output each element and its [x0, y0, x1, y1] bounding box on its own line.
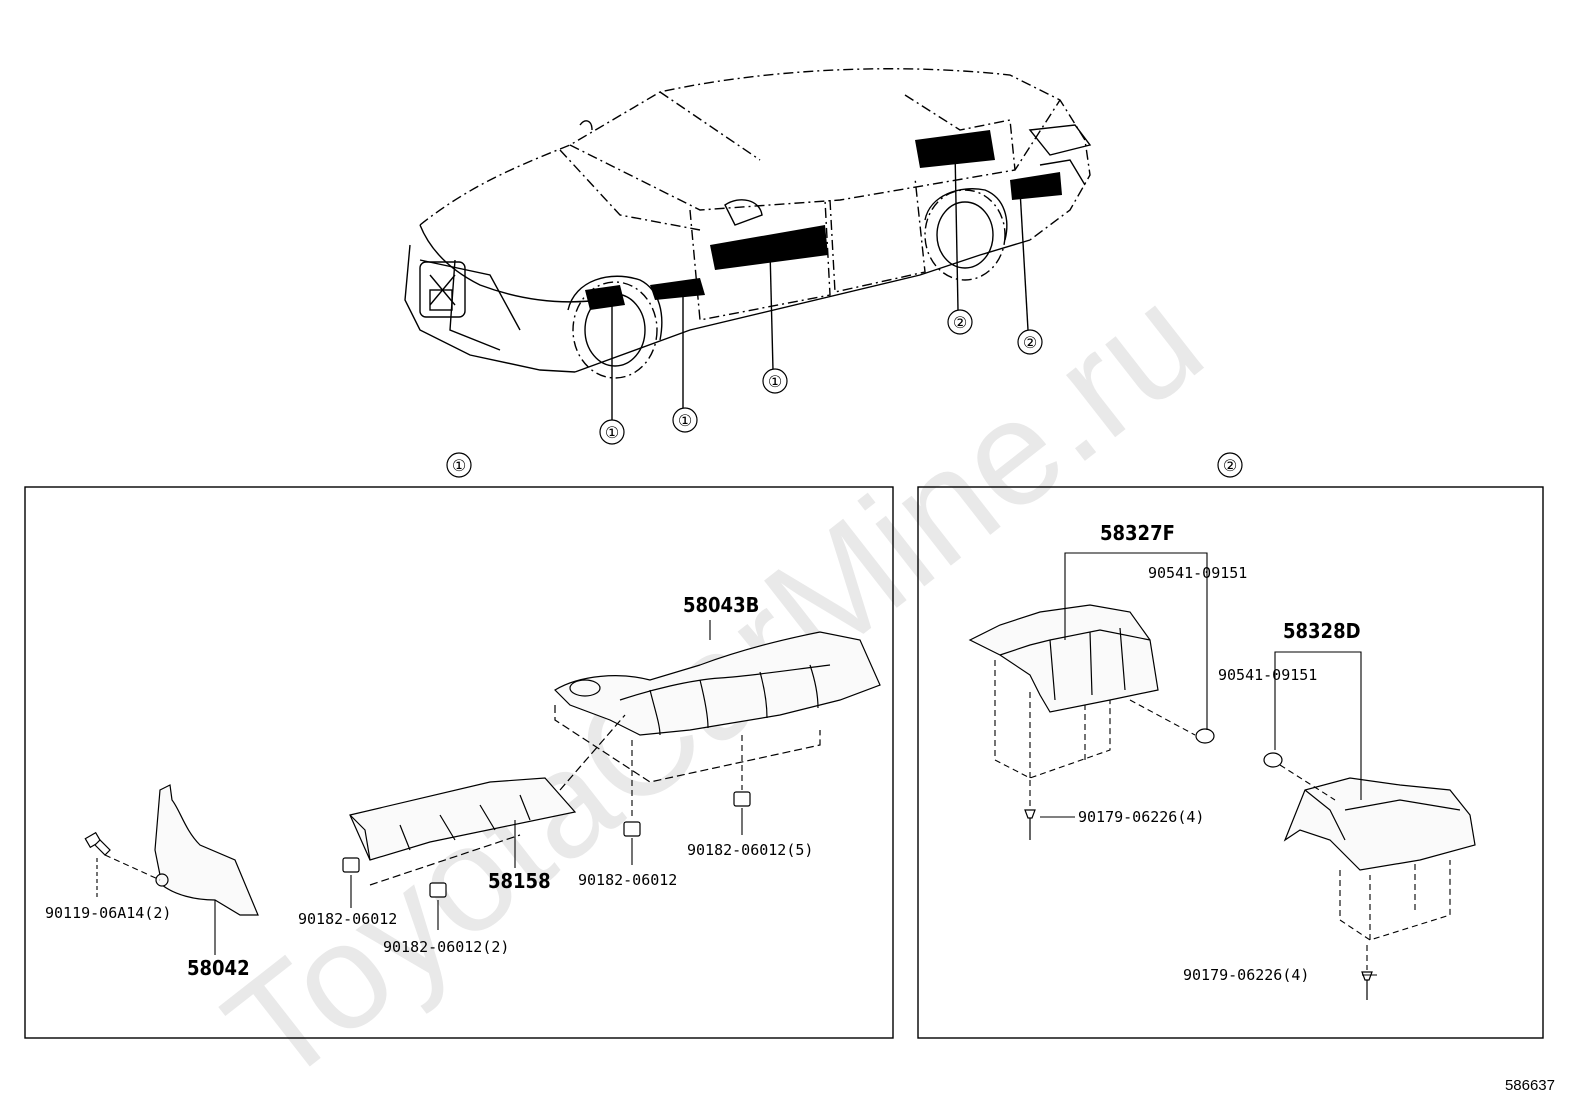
label-58042: 58042 — [187, 956, 250, 980]
leader-58158 — [369, 714, 626, 886]
label-90541-09151-b: 90541-09151 — [1218, 666, 1317, 684]
shield-58327F — [968, 604, 1159, 713]
callout-1-center: ① — [768, 372, 782, 391]
label-90182-06012-a: 90182-06012 — [298, 910, 397, 928]
nuts-panel-1 — [342, 791, 751, 898]
screws-panel-2 — [1024, 809, 1373, 1000]
panel-2-frame — [917, 486, 1544, 1039]
panel-2: ② — [917, 452, 1544, 1039]
car-illustration — [404, 68, 1092, 420]
label-90179-06226-a: 90179-06226(4) — [1078, 808, 1204, 826]
shield-58043B — [554, 631, 881, 783]
bracket-58042 — [154, 784, 259, 916]
panel-1-marker: ① — [452, 456, 466, 475]
shield-58328D — [1283, 777, 1476, 871]
panel-1-frame — [24, 486, 894, 1039]
figure-number: 586637 — [1505, 1077, 1555, 1094]
label-90182-06012-c: 90182-06012 — [578, 871, 677, 889]
label-58158: 58158 — [488, 869, 551, 893]
leader-58327F — [1064, 552, 1208, 730]
shield-58328D-hidden — [1339, 860, 1451, 941]
callout-1-front-wheel: ① — [605, 423, 619, 442]
callout-2-lower: ② — [1023, 333, 1037, 352]
leader-58328D — [1274, 651, 1362, 800]
clips-panel-2 — [1195, 728, 1283, 768]
label-90182-06012-5: 90182-06012(5) — [687, 841, 813, 859]
panel-1: ① — [24, 452, 894, 1039]
label-58327F: 58327F — [1100, 521, 1175, 545]
label-90541-09151-a: 90541-09151 — [1148, 564, 1247, 582]
label-90119-06A14: 90119-06A14(2) — [45, 904, 171, 922]
bolt-90119 — [84, 831, 111, 856]
label-90182-06012-2: 90182-06012(2) — [383, 938, 509, 956]
label-58328D: 58328D — [1283, 619, 1361, 643]
panel-2-marker: ② — [1223, 456, 1237, 475]
leader-bolt-90119 — [104, 854, 161, 881]
callout-2-upper: ② — [953, 313, 967, 332]
label-58043B: 58043B — [683, 593, 759, 617]
callout-1-rocker: ① — [678, 411, 692, 430]
shield-58327F-hidden — [994, 660, 1111, 779]
car-callouts: ① ① ① ② ② — [599, 309, 1043, 445]
label-90179-06226-b: 90179-06226(4) — [1183, 966, 1309, 984]
shield-58158 — [349, 777, 577, 861]
